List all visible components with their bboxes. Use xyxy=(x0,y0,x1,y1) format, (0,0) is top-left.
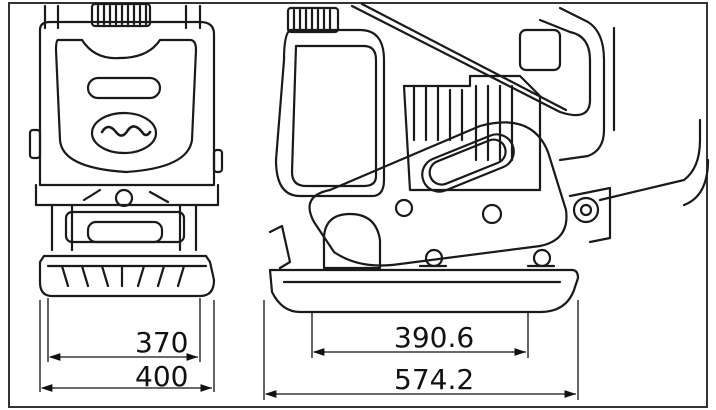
front-base-plate xyxy=(38,254,216,298)
fuel-cap-side xyxy=(286,6,340,34)
side-dim-inner: 390.6 xyxy=(394,321,474,354)
fuel-tank xyxy=(274,28,386,198)
front-dim-outer: 400 xyxy=(135,360,188,393)
brand-logo xyxy=(90,111,158,155)
front-dimensions xyxy=(39,298,215,392)
front-view xyxy=(28,2,224,298)
guide-handle xyxy=(350,4,592,117)
front-housing xyxy=(38,20,216,187)
drawing-border xyxy=(8,2,708,408)
side-dimensions xyxy=(263,300,579,400)
belt-guard xyxy=(308,121,568,267)
side-dim-outer: 574.2 xyxy=(394,363,474,396)
front-dim-inner: 370 xyxy=(135,326,188,359)
side-base-plate xyxy=(268,268,580,314)
front-cover xyxy=(54,38,198,174)
side-view xyxy=(268,2,710,314)
